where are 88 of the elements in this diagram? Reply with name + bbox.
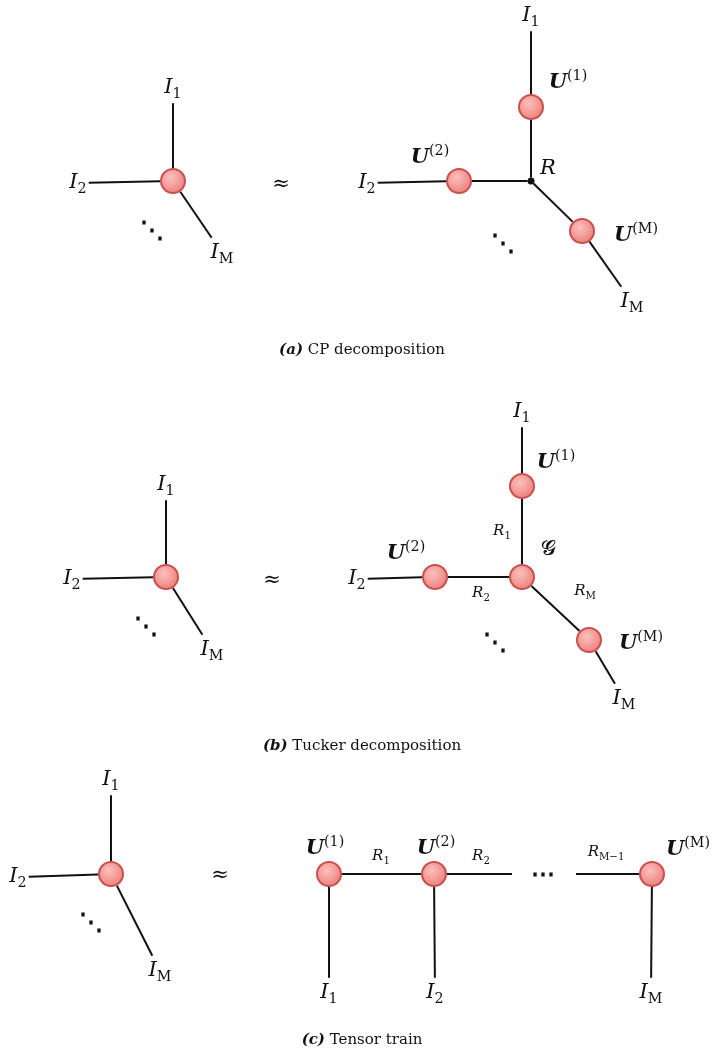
approx-sign: ≈ [272, 172, 290, 194]
index-label: I$_{M}$ [146, 955, 174, 987]
tensor-edge-line [446, 873, 513, 875]
tensor-node-circle [153, 564, 179, 590]
index-label: I$_{2}$ [61, 563, 83, 595]
index-label: I$_{1}$ [511, 396, 533, 428]
tensor-node-circle [569, 218, 595, 244]
index-label: I$_{2}$ [67, 167, 89, 199]
tensor-edge-line [532, 182, 574, 223]
tensor-node-circle [160, 168, 186, 194]
tensor-edge-line [165, 499, 167, 565]
factor-label: U$^{(2)}$ [410, 143, 450, 167]
caption: (a) CP decomposition [279, 341, 445, 357]
junction-dot [527, 177, 535, 185]
edge-label: R$_{2}$ [470, 584, 492, 604]
edge-label: R$_{1}$ [370, 847, 392, 867]
index-label: I$_{1}$ [155, 469, 177, 501]
tensor-edge-line [341, 873, 422, 875]
tensor-edge-line [110, 794, 112, 862]
factor-label: U$^{(1)}$ [536, 448, 576, 472]
approx-sign: ≈ [263, 568, 281, 590]
tensor-edge-line [521, 426, 523, 474]
ellipsis-dots: ⋱ [140, 218, 164, 242]
ellipsis-dots: ⋱ [79, 910, 103, 934]
tensor-edge-line [115, 884, 154, 957]
edge-label: R$_{M}$ [572, 582, 598, 602]
factor-label: U$^{(M)}$ [613, 221, 659, 245]
caption: (b) Tucker decomposition [262, 737, 462, 753]
factor-label: 𝓖 [540, 537, 556, 559]
tensor-edge-line [447, 576, 510, 578]
tensor-node-circle [639, 861, 665, 887]
tensor-edge-line [172, 102, 174, 169]
tensor-edge-line [575, 873, 640, 875]
tensor-node-circle [446, 168, 472, 194]
factor-label: U$^{(1)}$ [548, 68, 588, 92]
tensor-edge-line [530, 584, 581, 633]
tensor-edge-line [650, 886, 653, 979]
index-label: I$_{2}$ [7, 861, 29, 893]
ellipsis-dots: ⋱ [483, 630, 507, 654]
tensor-edge-line [594, 650, 616, 685]
tensor-node-circle [98, 861, 124, 887]
index-label: I$_{1}$ [162, 72, 184, 104]
tensor-edge-line [328, 886, 330, 979]
tensor-edge-line [171, 587, 204, 636]
tensor-edge-line [366, 576, 423, 580]
factor-label: U$^{(2)}$ [386, 539, 426, 563]
tensor-node-circle [421, 861, 447, 887]
ellipsis-dots: ⋱ [491, 231, 515, 255]
index-label: I$_{1}$ [100, 764, 122, 796]
index-label: I$_{2}$ [356, 167, 378, 199]
tensor-edge-line [471, 180, 529, 182]
tensor-node-circle [509, 473, 535, 499]
index-label: I$_{1}$ [318, 977, 340, 1009]
tensor-edge-line [27, 873, 99, 878]
tensor-node-circle [518, 94, 544, 120]
tensor-edge-line [530, 30, 532, 95]
tensor-node-circle [576, 627, 602, 653]
tensor-edge-line [588, 240, 623, 288]
index-label: I$_{M}$ [637, 977, 665, 1009]
tensor-node-circle [316, 861, 342, 887]
tensor-edge-line [81, 576, 154, 580]
tensor-edge-line [521, 498, 523, 565]
tensor-node-circle [509, 564, 535, 590]
index-label: I$_{2}$ [346, 563, 368, 595]
ellipsis-dots: ⋱ [134, 614, 158, 638]
edge-label: R$_{1}$ [491, 522, 513, 542]
index-label: I$_{1}$ [520, 0, 542, 32]
index-label: I$_{2}$ [424, 977, 446, 1009]
edge-label: R$_{2}$ [470, 847, 492, 867]
tensor-edge-line [179, 190, 213, 239]
tensor-edge-line [376, 180, 447, 184]
index-label: I$_{M}$ [610, 683, 638, 715]
tensor-edge-line [87, 180, 161, 184]
tensor-node-circle [422, 564, 448, 590]
approx-sign: ≈ [211, 863, 229, 885]
index-label: I$_{M}$ [198, 634, 226, 666]
caption: (c) Tensor train [301, 1031, 423, 1047]
tensor-edge-line [530, 119, 532, 179]
factor-label: U$^{(M)}$ [618, 629, 664, 653]
tensor-edge-line [433, 886, 436, 979]
rank-label: R [540, 156, 556, 178]
index-label: I$_{M}$ [618, 286, 646, 318]
factor-label: U$^{(2)}$ [416, 834, 456, 858]
ellipsis-dots: ⋯ [531, 862, 555, 886]
factor-label: U$^{(1)}$ [305, 834, 345, 858]
edge-label: R$_{M−1}$ [585, 843, 627, 863]
factor-label: U$^{(M)}$ [665, 835, 711, 859]
index-label: I$_{M}$ [208, 237, 236, 269]
